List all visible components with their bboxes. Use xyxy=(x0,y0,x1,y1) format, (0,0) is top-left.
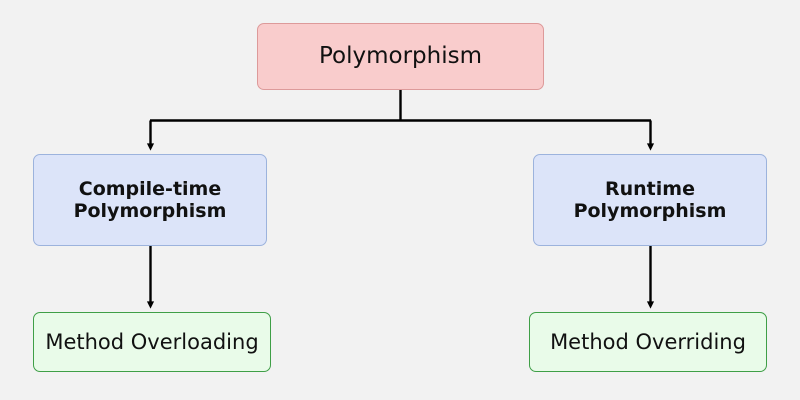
node-compile-time-polymorphism[interactable]: Compile-time Polymorphism xyxy=(33,154,267,246)
node-runtime-polymorphism-label: Runtime Polymorphism xyxy=(573,177,727,222)
node-polymorphism[interactable]: Polymorphism xyxy=(257,23,544,90)
node-method-overriding-label: Method Overriding xyxy=(550,329,746,354)
node-method-overloading-label: Method Overloading xyxy=(45,329,259,354)
node-method-overriding[interactable]: Method Overriding xyxy=(529,312,767,372)
node-method-overloading[interactable]: Method Overloading xyxy=(33,312,271,372)
node-runtime-polymorphism[interactable]: Runtime Polymorphism xyxy=(533,154,767,246)
node-polymorphism-label: Polymorphism xyxy=(318,42,482,69)
node-compile-time-polymorphism-label: Compile-time Polymorphism xyxy=(73,177,227,222)
